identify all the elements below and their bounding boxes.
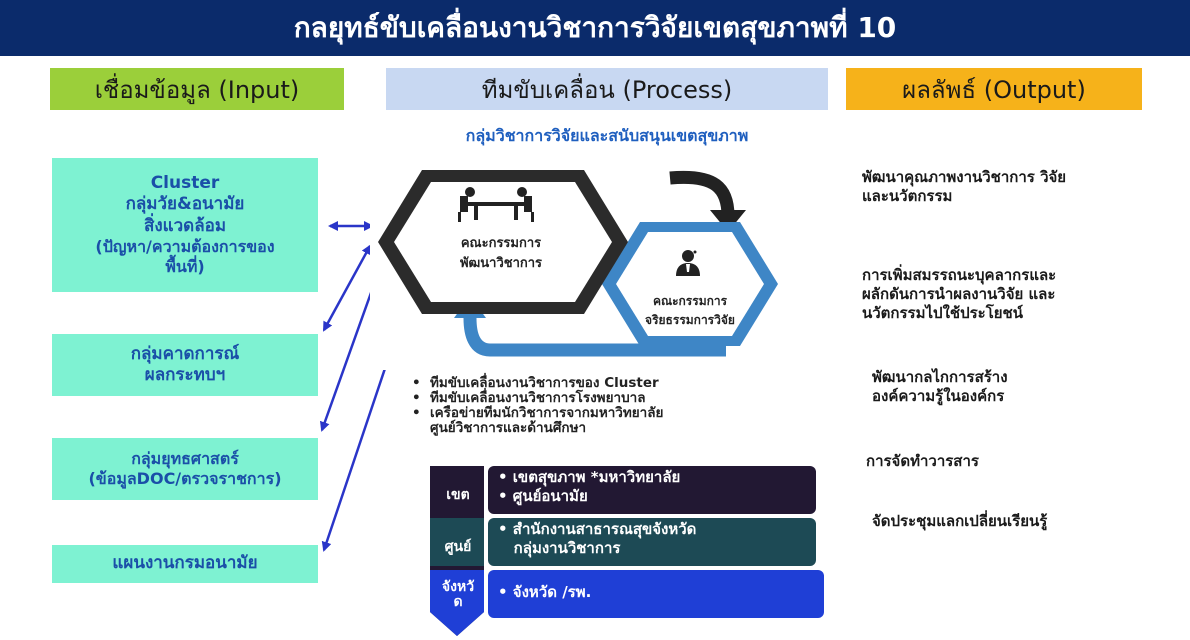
output-capacity-line2: ผลักดันการนำผลงานวิจัย และ: [862, 284, 1056, 303]
output-column-header: ผลลัพธ์ (Output): [846, 68, 1142, 110]
page-title: กลยุทธ์ขับเคลื่อนงานวิชาการวิจัยเขตสุขภา…: [0, 0, 1190, 56]
input-box-forecast: กลุ่มคาดการณ์ ผลกระทบฯ: [52, 334, 318, 396]
output-capacity-line3: นวัตกรรมไปใช้ประโยชน์: [862, 303, 1023, 322]
level-diagram: [430, 466, 824, 636]
level-region-item: • ศูนย์อนามัย: [498, 486, 588, 505]
level-center-item: • สำนักงานสาธารณสุขจังหวัด: [498, 520, 697, 538]
output-knowledge-line1: พัฒนากลไกการสร้าง: [872, 368, 1008, 386]
process-team-item-cont: ศูนย์วิชาการและด้านศึกษา: [430, 420, 587, 437]
level-region-items: • เขตสุขภาพ *มหาวิทยาลัย • ศูนย์อนามัย: [498, 468, 680, 506]
output-capacity-line1: การเพิ่มสมรรถนะบุคลากรและ: [862, 266, 1057, 284]
forecast-line2: ผลกระทบฯ: [144, 365, 226, 385]
businessman-icon: [676, 250, 700, 276]
output-item-meeting: จัดประชุมแลกเปลี่ยนเรียนรู้: [872, 512, 1172, 531]
output-item-quality: พัฒนาคุณภาพงานวิชาการ วิจัย และนวัตกรรม: [862, 168, 1162, 206]
output-meeting-line1: จัดประชุมแลกเปลี่ยนเรียนรู้: [872, 512, 1048, 530]
committee-diagram: คณะกรรมการ พัฒนาวิชาการ คณะกรรมการ จริยธ…: [370, 168, 822, 370]
level-label-province-line1: จังหวั: [441, 579, 475, 595]
cluster-line2: กลุ่มวัย&อนามัย: [125, 194, 245, 215]
curve-arrow-top: [669, 170, 735, 217]
arrow-forecast: [322, 244, 372, 332]
level-row-province: [488, 570, 824, 618]
process-column-header: ทีมขับเคลื่อน (Process): [386, 68, 828, 110]
level-label-region: เขต: [446, 487, 470, 503]
strategy-line2: (ข้อมูลDOC/ตรวจราชการ): [88, 469, 282, 488]
level-province-items: • จังหวัด /รพ.: [498, 583, 591, 602]
academic-committee-line1: คณะกรรมการ: [460, 236, 542, 251]
process-team-item: ทีมขับเคลื่อนงานวิชาการโรงพยาบาล: [408, 390, 828, 406]
level-row-center: [488, 518, 816, 566]
level-label-province-line2: ด: [453, 594, 463, 611]
ethics-committee-line1: คณะกรรมการ: [652, 294, 728, 308]
output-quality-line2: และนวัตกรรม: [862, 186, 953, 205]
input-box-cluster: Cluster กลุ่มวัย&อนามัย สิ่งแวดล้อม (ปัญ…: [52, 158, 318, 292]
input-box-plan: แผนงานกรมอนามัย: [52, 545, 318, 583]
output-item-knowledge: พัฒนากลไกการสร้าง องค์ความรู้ในองค์กร: [872, 368, 1172, 406]
cluster-title: Cluster: [150, 173, 220, 194]
plan-line1: แผนงานกรมอนามัย: [112, 553, 258, 574]
level-center-items: • สำนักงานสาธารณสุขจังหวัด กลุ่มงานวิชาก…: [498, 520, 696, 558]
level-label-province: จังหวั ด: [430, 579, 486, 611]
input-box-strategy: กลุ่มยุทธศาสตร์ (ข้อมูลDOC/ตรวจราชการ): [52, 438, 318, 500]
process-team-list: ทีมขับเคลื่อนงานวิชาการของ Cluster ทีมขั…: [408, 375, 828, 437]
output-journal-line1: การจัดทำวารสาร: [866, 452, 979, 470]
process-team-item: เครือข่ายทีมนักวิชาการจากมหาวิทยาลัย: [408, 406, 828, 422]
output-quality-line1: พัฒนาคุณภาพงานวิชาการ วิจัย: [862, 168, 1067, 186]
strategy-line1: กลุ่มยุทธศาสตร์: [131, 449, 239, 468]
curve-arrow-bottom: [463, 312, 726, 357]
level-province-item: • จังหวัด /รพ.: [498, 583, 592, 601]
academic-committee-line2: พัฒนาวิชาการ: [459, 255, 543, 271]
level-center-item: กลุ่มงานวิชาการ: [498, 538, 621, 557]
input-column-header: เชื่อมข้อมูล (Input): [50, 68, 344, 110]
process-subtitle: กลุ่มวิชาการวิจัยและสนับสนุนเขตสุขภาพ: [465, 126, 749, 145]
output-item-capacity: การเพิ่มสมรรถนะบุคลากรและ ผลักดันการนำผล…: [862, 266, 1162, 322]
output-knowledge-line2: องค์ความรู้ในองค์กร: [872, 386, 1005, 405]
ethics-committee-line2: จริยธรรมการวิจัย: [645, 312, 735, 327]
level-label-center: ศูนย์: [444, 539, 472, 555]
output-item-journal: การจัดทำวารสาร: [866, 452, 1166, 471]
forecast-line1: กลุ่มคาดการณ์: [130, 343, 240, 364]
meeting-icon: [458, 187, 534, 222]
level-region-item: • เขตสุขภาพ *มหาวิทยาลัย: [498, 468, 681, 486]
cluster-line5: พื้นที่): [165, 256, 205, 276]
level-row-region: [488, 466, 816, 514]
cluster-line4: (ปัญหา/ความต้องการของ: [95, 236, 275, 256]
process-team-item: ทีมขับเคลื่อนงานวิชาการของ Cluster: [408, 375, 828, 391]
cluster-line3: สิ่งแวดล้อม: [143, 215, 227, 236]
